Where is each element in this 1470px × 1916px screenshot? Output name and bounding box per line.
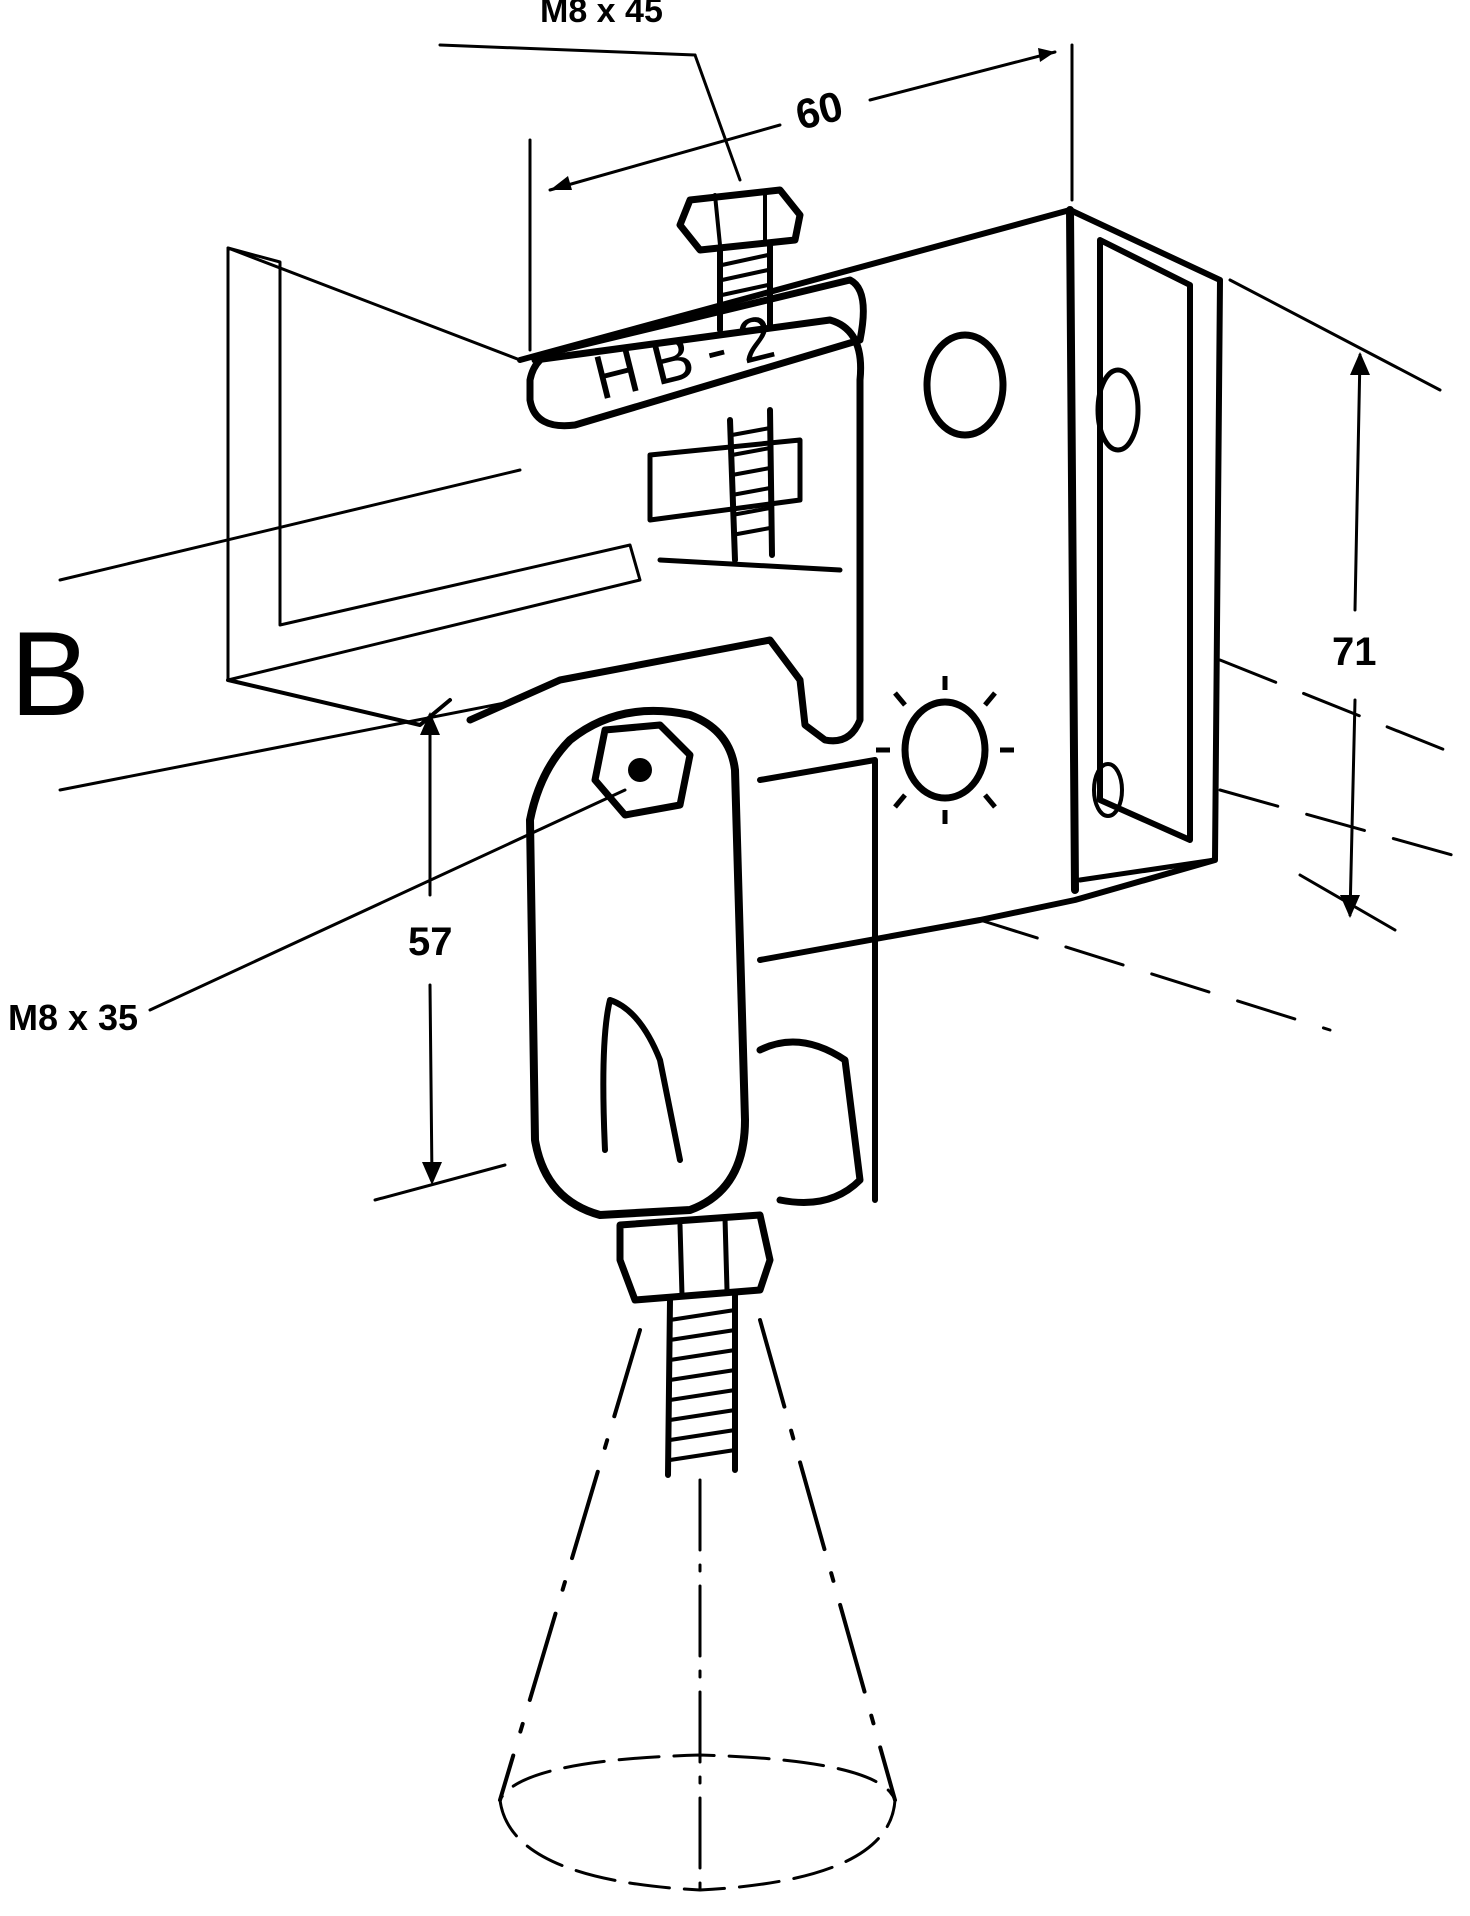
bottom-nut-and-rod	[616, 1211, 774, 1478]
callout-side-bolt: M8 x 35	[8, 788, 627, 1038]
clamp-jaw	[466, 316, 865, 745]
suspended-load-cone	[498, 1318, 897, 1892]
clamp-body	[517, 206, 1223, 963]
dimension-57: 57	[373, 712, 507, 1202]
dimension-60: 60	[528, 43, 1074, 352]
top-bolt	[676, 186, 804, 563]
side-bolt	[591, 721, 694, 819]
dimension-71: 71	[1298, 352, 1397, 932]
callout-label-side-bolt: M8 x 35	[8, 997, 138, 1038]
dimension-label-width: 60	[791, 82, 848, 139]
view-label: B	[10, 607, 90, 741]
beam-flange	[226, 246, 642, 727]
callout-top-bolt: M8 x 45	[438, 0, 742, 182]
beam-outline	[58, 278, 1470, 1032]
dimension-label-height-right: 71	[1332, 630, 1377, 674]
hanger-link	[526, 706, 878, 1219]
serrated-washer-icon	[876, 676, 1014, 824]
dimension-label-height-left: 57	[408, 920, 453, 964]
callout-label-top-bolt: M8 x 45	[540, 0, 663, 30]
